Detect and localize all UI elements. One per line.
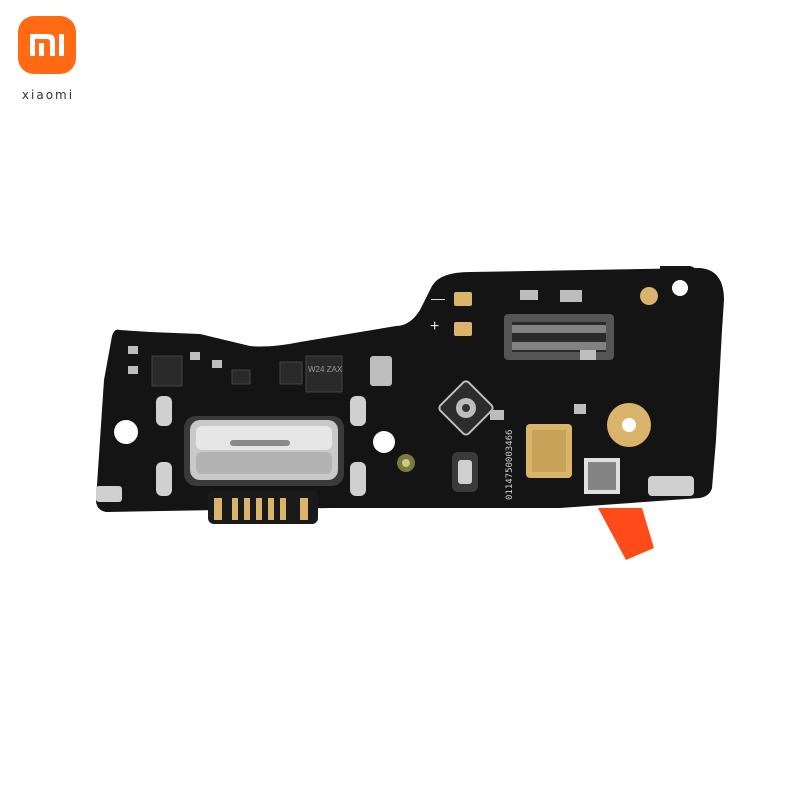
solder-pad — [454, 322, 472, 336]
microphone — [526, 424, 572, 478]
spring-contact — [96, 486, 122, 502]
spring-contact — [648, 476, 694, 496]
data-matrix-code — [584, 458, 620, 494]
mi-logo-badge — [18, 16, 76, 74]
polarity-minus-label: — — [431, 290, 445, 306]
polarity-plus-label: + — [430, 318, 439, 335]
pcb-marking: 0114750003466 — [505, 430, 515, 500]
test-pad — [640, 287, 658, 305]
ic-chip — [305, 355, 343, 393]
usb-c-port — [184, 416, 344, 486]
flex-cable-tail — [598, 508, 654, 560]
ic-chip — [151, 355, 183, 387]
brand-wordmark: XIAOMI — [21, 88, 75, 102]
usb-c-pins — [208, 490, 318, 524]
mi-logo-icon — [30, 34, 64, 56]
capacitor — [370, 356, 392, 386]
mounting-hole — [672, 280, 688, 296]
solder-pad — [454, 292, 472, 306]
brand-logo: XIAOMI — [16, 14, 80, 104]
mounting-hole — [373, 431, 395, 453]
chip-marking: W24 ZAX — [308, 365, 343, 374]
board-to-board-connector — [504, 314, 614, 360]
mounting-hole — [114, 420, 138, 444]
antenna-connector — [438, 380, 494, 436]
